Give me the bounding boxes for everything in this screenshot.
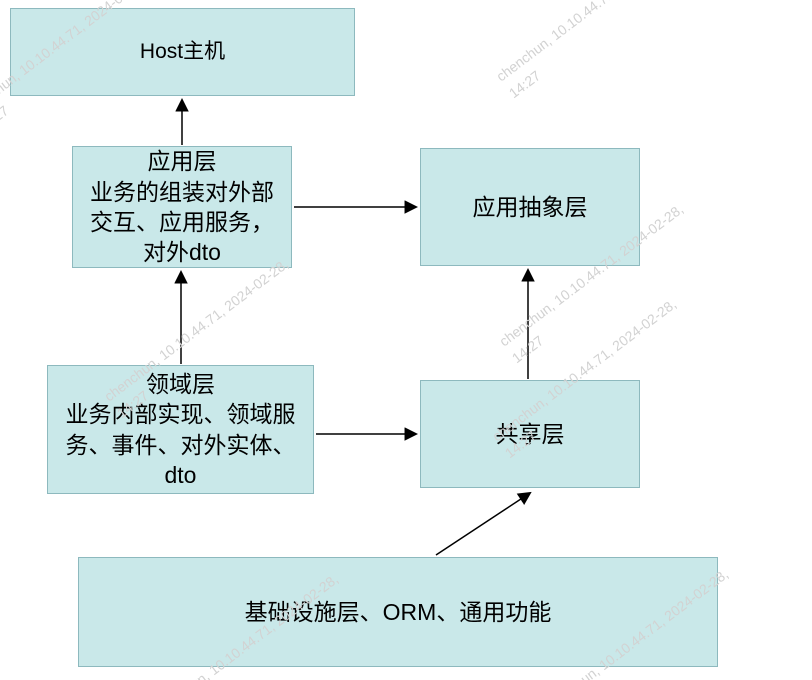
- node-application-abstraction-layer: 应用抽象层: [420, 148, 640, 266]
- node-application-layer: 应用层 业务的组装对外部 交互、应用服务， 对外dto: [72, 146, 292, 268]
- node-domain-layer: 领域层 业务内部实现、领域服 务、事件、对外实体、 dto: [47, 365, 314, 494]
- node-host: Host主机: [10, 8, 355, 96]
- node-shared-layer: 共享层: [420, 380, 640, 488]
- watermark-line1: chenchun, 10.10.44.71, 2024-02-28,: [493, 0, 684, 85]
- node-infrastructure-layer: 基础设施层、ORM、通用功能: [78, 557, 718, 667]
- watermark-line2: 14:27: [505, 67, 544, 102]
- arrow-infrastructure-to-shared: [435, 491, 532, 556]
- watermark: chenchun, 10.10.44.71, 2024-02-28, 14:27: [492, 0, 698, 104]
